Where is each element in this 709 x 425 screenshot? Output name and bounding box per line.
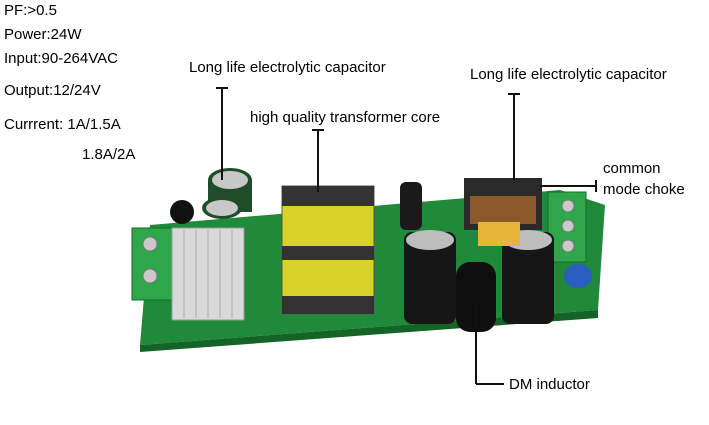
spec-pf: PF:>0.5 [4, 2, 57, 19]
capacitor-large-right [502, 232, 554, 324]
label-capacitor-left: Long life electrolytic capacitor [189, 59, 386, 76]
spec-power: Power:24W [4, 26, 82, 43]
label-choke-2: mode choke [603, 181, 685, 198]
spec-current-2: 1.8A/2A [82, 146, 136, 163]
label-capacitor-right: Long life electrolytic capacitor [470, 66, 667, 83]
capacitor-large-left [404, 232, 456, 324]
spec-current: Currrent: 1A/1.5A [4, 116, 121, 133]
capacitor-small [400, 182, 422, 230]
label-dm-inductor: DM inductor [509, 376, 590, 393]
spec-input: Input:90-264VAC [4, 50, 118, 67]
dm-inductor-body [456, 262, 496, 332]
label-transformer: high quality transformer core [250, 109, 441, 126]
spec-output: Output:12/24V [4, 82, 101, 99]
label-choke-1: common [603, 160, 661, 177]
y-capacitor [564, 264, 592, 288]
